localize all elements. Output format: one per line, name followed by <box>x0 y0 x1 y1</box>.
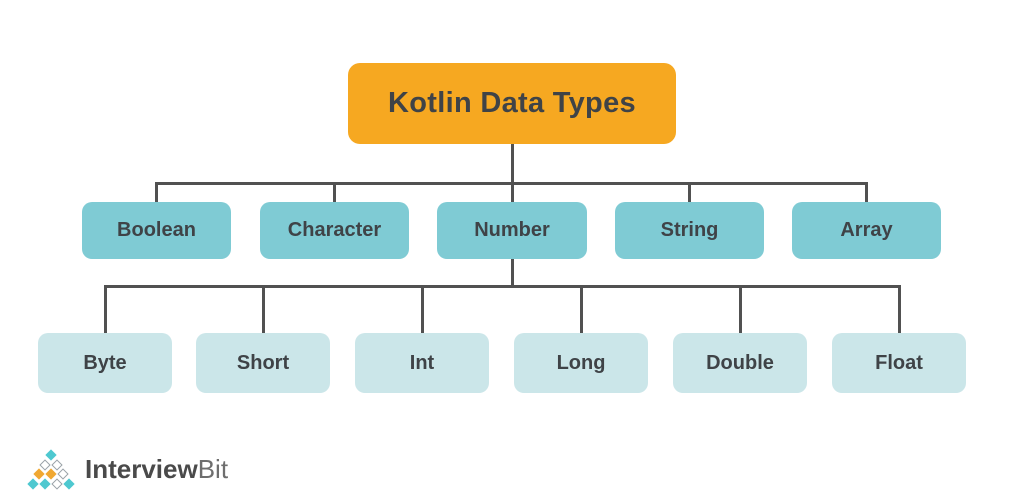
interviewbit-pyramid-icon <box>26 449 76 490</box>
node-character: Character <box>260 202 409 259</box>
logo-diamond-white <box>51 477 63 490</box>
logo-diamond-white <box>57 468 69 480</box>
connector-stub-float <box>897 285 901 334</box>
connector-stub-short <box>261 285 265 334</box>
connector-stub-character <box>333 182 336 204</box>
node-string: String <box>615 202 764 259</box>
node-label: Int <box>409 351 435 374</box>
logo-diamond-teal <box>27 477 39 490</box>
node-array: Array <box>792 202 941 259</box>
connector-stub-string <box>688 182 691 204</box>
connector-stub-number <box>510 182 514 204</box>
node-double: Double <box>673 333 807 393</box>
logo-diamond-teal <box>63 477 75 490</box>
connector-stub-byte <box>103 285 107 334</box>
node-label: Long <box>556 351 606 374</box>
logo-diamond-orange <box>45 468 57 480</box>
connector-stub-long <box>579 285 583 334</box>
node-label: String <box>660 219 719 241</box>
connector-number-down <box>510 258 514 287</box>
node-label: Boolean <box>117 219 196 241</box>
connector-level2-horizontal <box>103 285 901 288</box>
connector-stub-boolean <box>155 182 158 204</box>
connector-stub-int <box>420 285 424 334</box>
node-long: Long <box>514 333 648 393</box>
node-label: Kotlin Data Types <box>388 87 636 119</box>
node-int: Int <box>355 333 489 393</box>
node-label: Number <box>474 219 550 241</box>
node-label: Short <box>236 351 290 374</box>
logo-text-primary: Interview <box>85 454 198 484</box>
node-short: Short <box>196 333 330 393</box>
node-boolean: Boolean <box>82 202 231 259</box>
logo-text-secondary: Bit <box>197 454 229 484</box>
interviewbit-logo-text: InterviewBit <box>85 449 228 489</box>
interviewbit-logo: InterviewBit <box>26 449 228 490</box>
node-label: Float <box>875 351 923 374</box>
connector-stub-array <box>865 182 868 204</box>
node-label: Character <box>287 219 382 241</box>
logo-diamond-orange <box>33 468 45 480</box>
node-number: Number <box>437 202 587 259</box>
connector-root-down <box>510 142 514 184</box>
node-label: Byte <box>83 351 127 374</box>
node-label: Array <box>840 219 893 241</box>
logo-diamond-teal <box>39 477 51 490</box>
node-kotlin-data-types: Kotlin Data Types <box>348 63 676 144</box>
connector-stub-double <box>738 285 742 334</box>
node-byte: Byte <box>38 333 172 393</box>
node-label: Double <box>706 351 774 374</box>
logo-diamond-teal <box>45 449 57 461</box>
node-float: Float <box>832 333 966 393</box>
